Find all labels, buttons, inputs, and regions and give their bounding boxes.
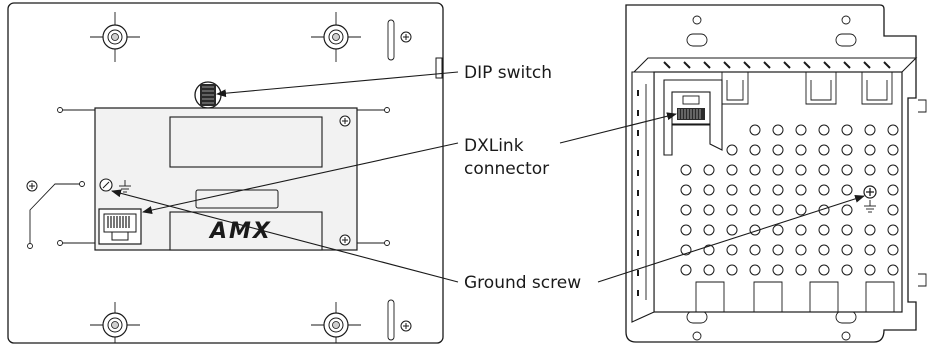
plate-screw-bottom xyxy=(400,320,412,332)
mounting-boss-top-right xyxy=(311,12,361,62)
leader-dxlink-left xyxy=(142,142,459,214)
bracket-hole-bottom-right xyxy=(841,331,851,341)
board-label-window xyxy=(169,116,323,168)
bottom-tabs xyxy=(695,281,895,312)
callout-leaders xyxy=(111,71,865,283)
leader-ground-left xyxy=(111,189,459,283)
label-dxlink-line1: DXLink xyxy=(464,136,524,156)
bracket-slot-top-right xyxy=(835,33,857,47)
leader-dip-switch xyxy=(216,71,459,98)
label-dxlink-line2: connector xyxy=(464,159,549,179)
plate-edge-tab xyxy=(435,57,443,79)
bracket-hole-top-left xyxy=(692,15,702,25)
top-vent-flange xyxy=(632,57,918,73)
bracket-hole-bottom-left xyxy=(692,331,702,341)
ground-screw-left-unit xyxy=(99,178,131,193)
wall-plate-rear-view: AMX xyxy=(7,2,444,344)
right-edge-tabs xyxy=(918,99,927,287)
ground-screw-right-unit xyxy=(863,185,877,213)
device-side-view xyxy=(625,4,927,343)
leader-dxlink-right xyxy=(559,112,677,144)
mounting-boss-bottom-right xyxy=(311,302,361,343)
mounting-boss-bottom-left xyxy=(90,302,140,343)
bracket-hole-top-right xyxy=(841,15,851,25)
plate-side-screw xyxy=(26,180,38,192)
dxlink-connector-right-unit xyxy=(663,79,723,156)
vent-hole-grid xyxy=(680,124,899,276)
ground-symbol-icon xyxy=(119,180,131,193)
plate-screw-top xyxy=(400,31,412,43)
bracket-slot-top-left xyxy=(686,33,708,47)
label-ground-screw: Ground screw xyxy=(464,273,581,293)
dxlink-connector-left-unit xyxy=(98,208,142,245)
dip-switch xyxy=(194,81,222,109)
leader-ground-right xyxy=(597,194,865,283)
ground-symbol-icon xyxy=(864,200,876,213)
amx-logo: AMX xyxy=(208,219,272,244)
left-side-panel xyxy=(631,71,655,323)
board-small-slot xyxy=(195,189,279,209)
board-logo-window xyxy=(169,211,323,251)
side-slot-bottom xyxy=(387,299,395,341)
label-dip-switch: DIP switch xyxy=(464,63,552,83)
mounting-boss-top-left xyxy=(90,12,140,62)
board-screw-top xyxy=(339,115,351,127)
board-screw-bottom xyxy=(339,234,351,246)
side-slot-top xyxy=(387,19,395,61)
